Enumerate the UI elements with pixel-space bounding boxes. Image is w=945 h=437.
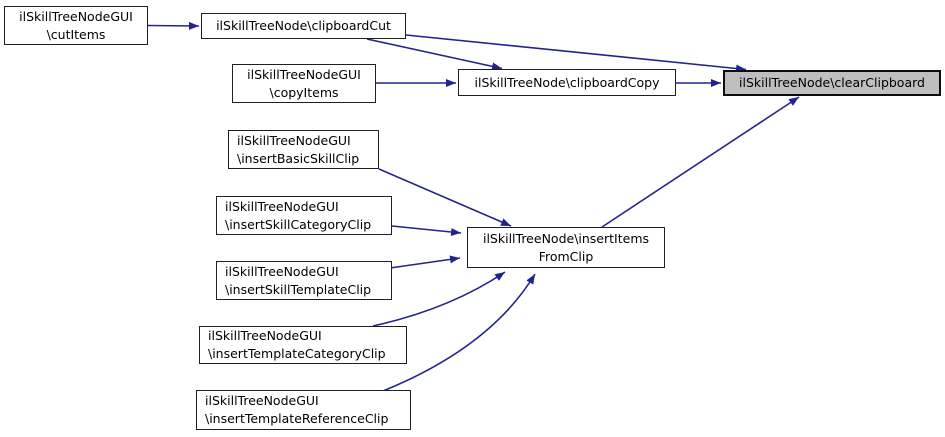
edge-clipboard-cut-to-clipboard-copy [366,38,503,71]
node-label: \insertTemplateReferenceClip [205,411,389,426]
node-label: ilSkillTreeNode\insertItems [482,230,650,246]
node-label: ilSkillTreeNode\clipboardCut [216,18,391,33]
node-label: ilSkillTreeNodeGUI [225,263,339,279]
node-label: \insertSkillCategoryClip [225,216,372,232]
node-label: ilSkillTreeNode\clipboardCopy [474,74,660,90]
node-copy-items[interactable]: ilSkillTreeNodeGUI \copyItems [232,64,376,103]
node-label: ilSkillTreeNodeGUI [247,66,361,82]
node-insert-skill-category-clip[interactable]: ilSkillTreeNodeGUI \insertSkillCategoryC… [216,196,392,235]
node-label: \insertSkillTemplateClip [225,281,372,297]
edge-insert-basic-to-insert-items [378,168,512,227]
edge-clipboard-cut-to-clear-clipboard [405,34,747,73]
node-clear-clipboard: ilSkillTreeNode\clearClipboard [723,70,941,96]
node-insert-template-category-clip[interactable]: ilSkillTreeNodeGUI \insertTemplateCatego… [199,326,407,364]
node-insert-template-reference-clip[interactable]: ilSkillTreeNodeGUI \insertTemplateRefere… [196,390,411,430]
edge-insert-skill-tpl-to-insert-items [389,255,461,269]
node-label: \copyItems [269,84,339,100]
edge-insert-items-to-clear-clipboard [601,96,800,228]
edge-insert-tpl-cat-to-insert-items [372,271,506,327]
node-label: \insertTemplateCategoryClip [208,346,386,361]
node-label: ilSkillTreeNodeGUI [205,393,319,408]
node-label: \insertBasicSkillClip [237,150,360,166]
node-label: ilSkillTreeNodeGUI [208,328,322,343]
edge-insert-skill-cat-to-insert-items [391,225,462,236]
node-label: \cutItems [46,26,106,42]
node-label: ilSkillTreeNodeGUI [225,198,339,214]
node-insert-skill-template-clip[interactable]: ilSkillTreeNodeGUI \insertSkillTemplateC… [216,261,392,300]
node-cut-items[interactable]: ilSkillTreeNodeGUI \cutItems [4,6,148,45]
node-clipboard-copy[interactable]: ilSkillTreeNode\clipboardCopy [458,69,676,96]
node-label: FromClip [538,248,594,264]
edge-cut-items-to-clipboard-cut [147,21,200,30]
node-insert-basic-skill-clip[interactable]: ilSkillTreeNodeGUI \insertBasicSkillClip [228,130,379,169]
node-clipboard-cut[interactable]: ilSkillTreeNode\clipboardCut [201,13,406,39]
node-label: ilSkillTreeNode\clearClipboard [739,75,925,90]
node-insert-items-from-clip[interactable]: ilSkillTreeNode\insertItems FromClip [467,227,665,268]
node-label: ilSkillTreeNodeGUI [19,8,133,24]
node-label: ilSkillTreeNodeGUI [237,132,351,148]
